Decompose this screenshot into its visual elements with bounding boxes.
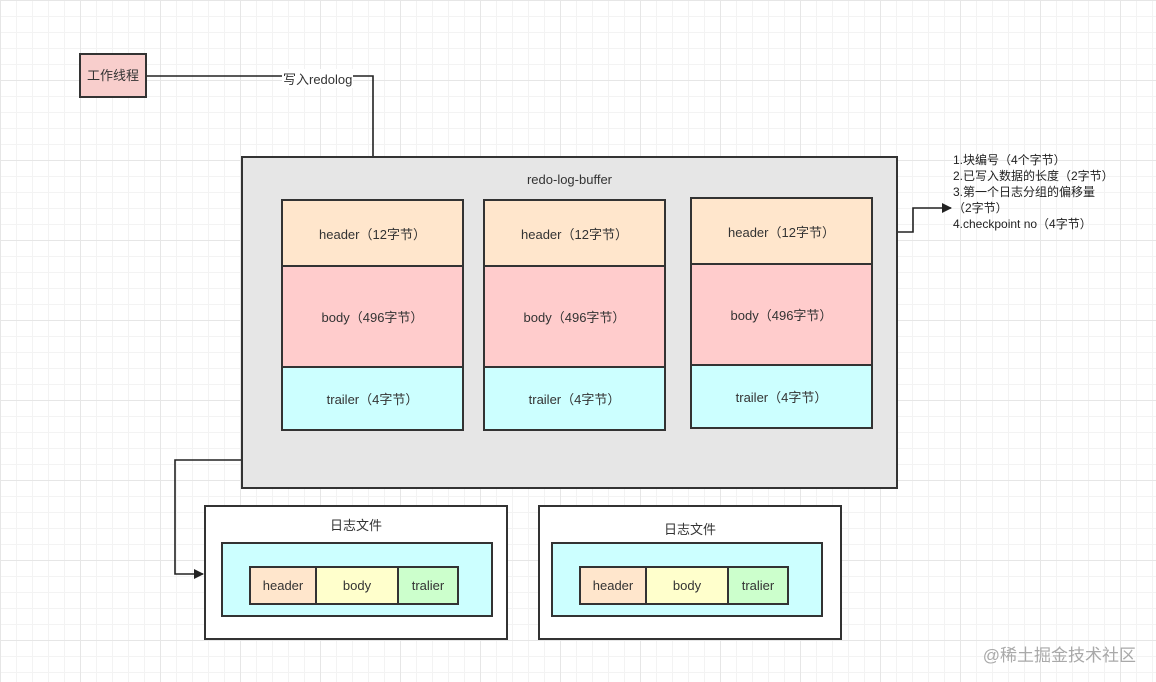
log-file-content: header body tralier <box>551 542 823 617</box>
log-file-1: 日志文件 header body tralier <box>204 505 508 640</box>
log-block-1: header（12字节） body（496字节） trailer（4字节） <box>281 199 464 431</box>
log-file-content: header body tralier <box>221 542 493 617</box>
block-header: header（12字节） <box>281 199 464 267</box>
log-file-2: 日志文件 header body tralier <box>538 505 842 640</box>
block-body: body（496字节） <box>690 263 873 366</box>
file-block-body: body <box>645 566 729 605</box>
block-header: header（12字节） <box>690 197 873 265</box>
watermark: @稀土掘金技术社区 <box>982 646 1136 665</box>
block-trailer: trailer（4字节） <box>483 366 666 431</box>
worker-thread-label: 工作线程 <box>87 68 140 83</box>
block-trailer: trailer（4字节） <box>281 366 464 431</box>
file-block-trailer: tralier <box>727 566 789 605</box>
block-trailer: trailer（4字节） <box>690 364 873 429</box>
log-file-block: header body tralier <box>579 566 789 605</box>
block-header: header（12字节） <box>483 199 666 267</box>
header-fields-note: 1.块编号（4个字节） 2.已写入数据的长度（2字节） 3.第一个日志分组的偏移… <box>953 152 1114 232</box>
file-block-header: header <box>579 566 647 605</box>
file-block-trailer: tralier <box>397 566 459 605</box>
redo-log-buffer-title: redo-log-buffer <box>526 172 613 187</box>
note-line: 2.已写入数据的长度（2字节） <box>953 169 1114 183</box>
note-line: 1.块编号（4个字节） <box>953 153 1066 167</box>
log-file-title: 日志文件 <box>329 518 382 533</box>
note-line: 4.checkpoint no（4字节） <box>953 217 1092 231</box>
note-line: 3.第一个日志分组的偏移量（2字节） <box>953 185 1096 215</box>
log-file-block: header body tralier <box>249 566 459 605</box>
block-body: body（496字节） <box>281 265 464 368</box>
file-block-body: body <box>315 566 399 605</box>
write-redolog-label: 写入redolog <box>282 69 354 88</box>
block-body: body（496字节） <box>483 265 666 368</box>
log-block-2: header（12字节） body（496字节） trailer（4字节） <box>483 199 666 431</box>
file-block-header: header <box>249 566 317 605</box>
log-file-title: 日志文件 <box>663 522 716 537</box>
worker-thread-box: 工作线程 <box>79 53 147 98</box>
log-block-3: header（12字节） body（496字节） trailer（4字节） <box>690 197 873 429</box>
